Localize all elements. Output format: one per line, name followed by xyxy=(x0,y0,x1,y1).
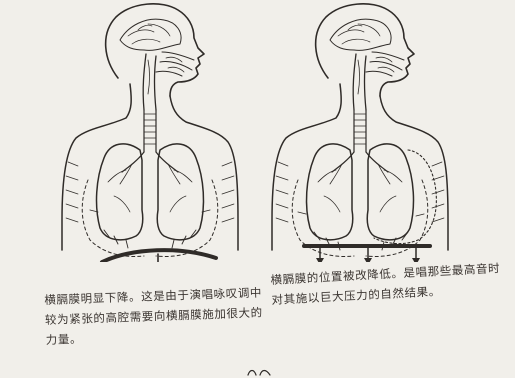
expanded-lung-outline xyxy=(374,150,436,244)
torso-outline xyxy=(62,4,238,257)
diagram-right xyxy=(238,0,488,262)
respiration-illustration-right xyxy=(238,0,488,262)
pressure-arrows xyxy=(90,210,210,248)
caption-right: 横膈膜的位置被改降低。是唱那些最高音时对其施以巨大压力的自然结果。 xyxy=(270,258,508,310)
caption-left: 横膈膜明显下降。这是由于演唱咏叹调中较为紧张的高腔需要向横膈膜施加很大的力量。 xyxy=(44,282,268,350)
torso-outline xyxy=(272,4,448,257)
page-number-cropped xyxy=(246,362,272,376)
